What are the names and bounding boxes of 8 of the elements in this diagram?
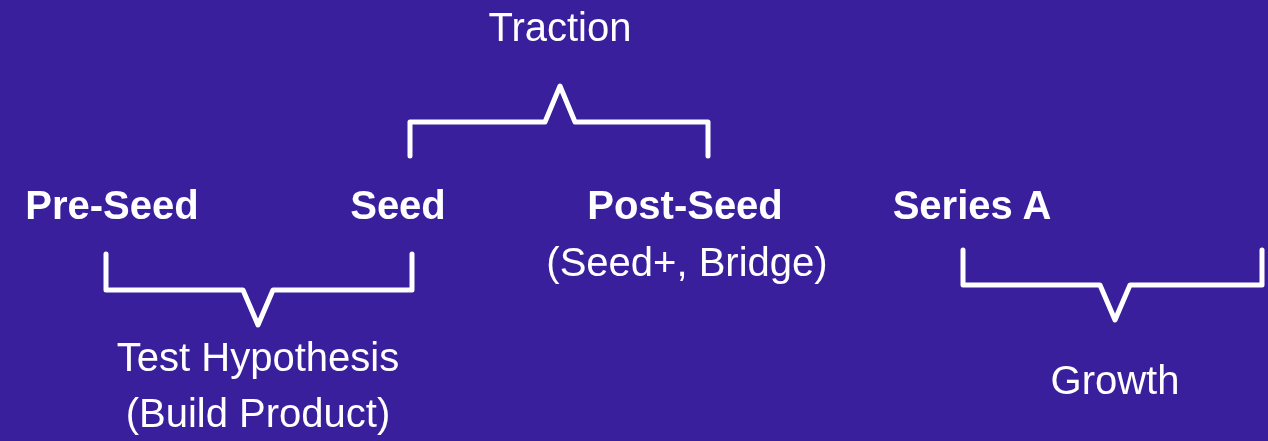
bracket-label: Traction: [488, 4, 632, 51]
bracket-label: Growth: [1050, 357, 1180, 404]
stage-label: Post-Seed: [587, 182, 783, 229]
bracket-label: Test Hypothesis (Build Product): [115, 334, 401, 437]
stage-label: Pre-Seed: [25, 182, 199, 229]
stage-subtitle: (Seed+, Bridge): [546, 239, 828, 286]
stage-label: Seed: [350, 182, 446, 229]
stage-label: Series A: [892, 182, 1052, 229]
